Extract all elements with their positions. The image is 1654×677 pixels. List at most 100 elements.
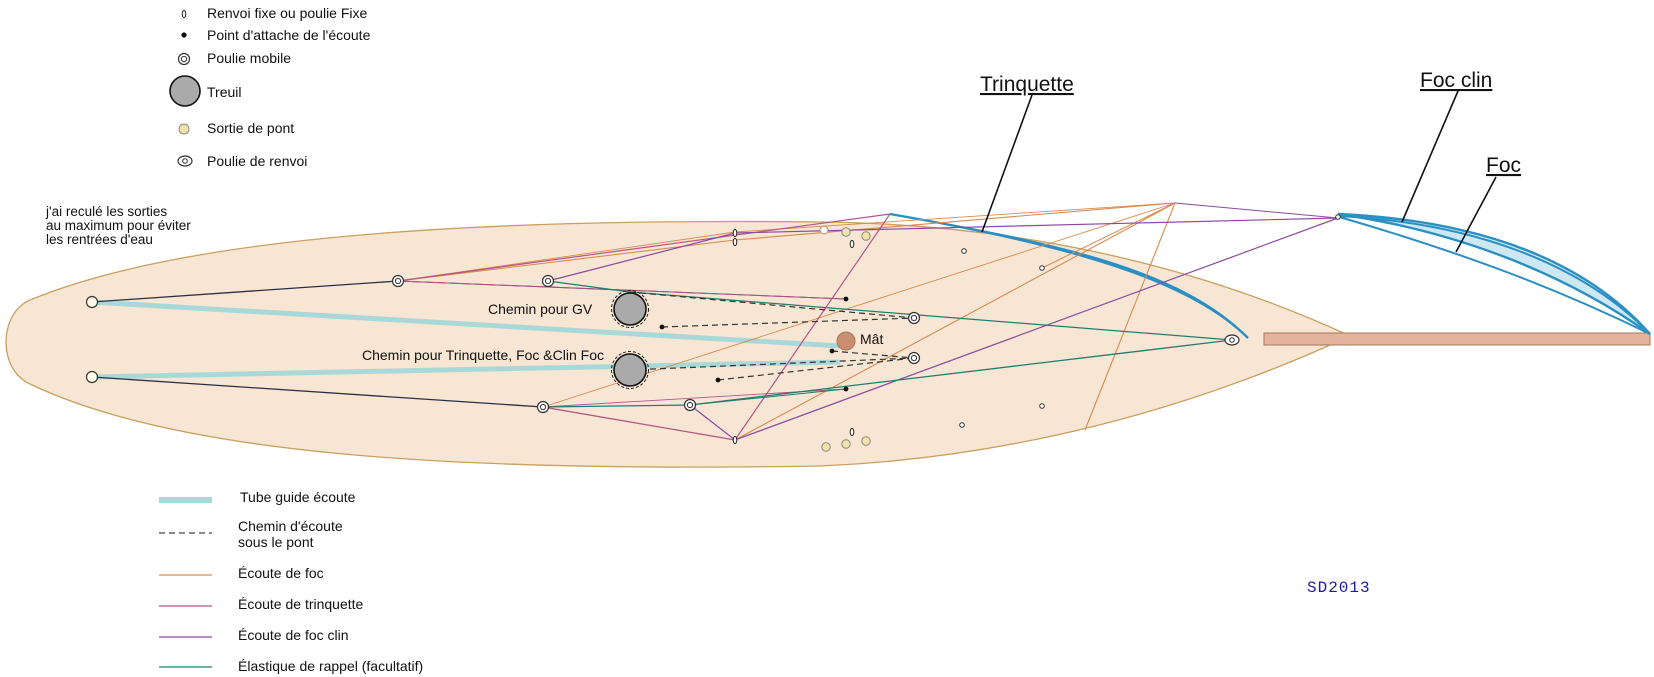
callout-foc-leader (1455, 176, 1497, 253)
hull (5, 220, 1352, 468)
attach-point-1 (843, 296, 849, 302)
note: j'ai reculé les sorties au maximum pour … (45, 204, 191, 247)
jib-sheet-port (397, 202, 1176, 431)
attach-point-3 (829, 348, 835, 354)
legend-line-label-tube: Tube guide écoute (240, 489, 356, 505)
legend-line-label-flying: Écoute de foc clin (238, 627, 349, 643)
under-deck-starboard-upper (629, 357, 915, 371)
staysail-sheet-to-attach (397, 280, 847, 300)
signature: SD2013 (1307, 579, 1371, 597)
legend-line-label-under-2: sous le pont (238, 534, 314, 550)
deck-exit-icon (178, 123, 190, 135)
legend-line-label-elastic: Élastique de rappel (facultatif) (238, 658, 423, 674)
fixed-block-2 (732, 237, 738, 247)
callout-foc-clin: Foc clin (1420, 69, 1492, 92)
winch-icon (169, 75, 201, 107)
legend-item-mobile: Poulie mobile (177, 50, 291, 66)
fixed-block-5 (849, 427, 855, 437)
legend-symbols: Renvoi fixe ou poulie Fixe Point d'attac… (169, 5, 371, 169)
moving-pulley-d (683, 398, 697, 412)
legend-line-jib: Écoute de foc (159, 565, 324, 581)
under-deck-port-upper (629, 291, 915, 319)
legend-lines: Tube guide écoute Chemin d'écoute sous l… (159, 489, 423, 674)
sail-foc-clin (1337, 212, 1651, 335)
sail-foc (1335, 215, 1651, 335)
legend-line-label-under-1: Chemin d'écoute (238, 518, 343, 534)
legend-item-exit: Sortie de pont (178, 120, 294, 136)
moving-pulley-f (907, 351, 921, 365)
label-chemin-trinquette: Chemin pour Trinquette, Foc &Clin Foc (362, 347, 604, 363)
deck-exit-5 (841, 439, 851, 449)
legend-line-staysail: Écoute de trinquette (159, 596, 364, 612)
deck-eye-2 (1039, 265, 1045, 271)
deck-exit-stern-starboard (85, 370, 99, 384)
bowsprit (1263, 332, 1651, 346)
tube-guide-upper (91, 299, 841, 349)
note-line-1: j'ai reculé les sorties (45, 204, 167, 219)
legend-line-tube: Tube guide écoute (159, 489, 356, 505)
turning-block-icon (177, 155, 193, 167)
fixed-block-1 (732, 228, 738, 238)
legend-item-turning: Poulie de renvoi (177, 153, 307, 169)
fixed-block-4 (732, 435, 738, 445)
flying-sheet-link (1174, 202, 1339, 219)
callout-foc-clin-leader (1401, 90, 1459, 223)
line-starboard-forward (91, 376, 544, 408)
guide-tubes (91, 299, 841, 380)
callout-trinquette-leader (981, 94, 1033, 233)
attach-point-2 (659, 324, 665, 330)
attach-point-icon (181, 32, 187, 38)
label-chemin-gv: Chemin pour GV (488, 301, 593, 317)
legend-line-under: Chemin d'écoute sous le pont (159, 518, 343, 550)
deck-exit-4 (821, 442, 831, 452)
legend-line-label-staysail: Écoute de trinquette (238, 596, 364, 612)
deck-eye-3 (1039, 403, 1045, 409)
legend-label-winch: Treuil (207, 84, 242, 100)
attach-point-5 (843, 386, 849, 392)
legend-item-attach: Point d'attache de l'écoute (181, 27, 371, 43)
legend-item-winch: Treuil (169, 75, 242, 107)
deck-exit-6 (861, 436, 871, 446)
sail-clew-flying (1335, 214, 1341, 220)
callout-foc: Foc (1486, 154, 1521, 177)
under-deck-port-lower (661, 317, 915, 328)
deck-exit-2 (841, 227, 851, 237)
deck-exit-1 (819, 225, 829, 235)
legend-line-flying: Écoute de foc clin (159, 627, 349, 643)
under-deck-starboard-lower (717, 357, 915, 381)
legend-label-attach: Point d'attache de l'écoute (207, 27, 371, 43)
deck-exit-3 (861, 231, 871, 241)
moving-pulley-a (391, 274, 405, 288)
winches (611, 290, 649, 389)
staysail-sheet-port (397, 213, 891, 282)
fixed-block-icon (181, 9, 187, 19)
note-line-2: au maximum pour éviter (46, 218, 191, 233)
winch-tri-ring (611, 351, 649, 389)
label-mat: Mât (860, 331, 883, 347)
moving-pulley-e (907, 311, 921, 325)
note-line-3: les rentrées d'eau (46, 232, 153, 247)
winch-tri (613, 353, 647, 387)
winch-gv (613, 292, 647, 326)
diagram-labels: Chemin pour GV Chemin pour Trinquette, F… (362, 69, 1521, 363)
line-port-forward (91, 280, 399, 303)
legend-label-turning: Poulie de renvoi (207, 153, 307, 169)
legend-line-label-jib: Écoute de foc (238, 565, 324, 581)
moving-pulley-icon (177, 52, 191, 66)
legend-label-mobile: Poulie mobile (207, 50, 291, 66)
jib-sheet-cross (542, 202, 1176, 408)
mast (836, 331, 856, 351)
legend-item-fixed: Renvoi fixe ou poulie Fixe (181, 5, 368, 21)
moving-pulley-c (536, 400, 550, 414)
callout-trinquette: Trinquette (980, 73, 1074, 96)
jib-sheet-branch (1041, 202, 1176, 269)
tube-guide-lower (91, 359, 841, 380)
legend-label-fixed: Renvoi fixe ou poulie Fixe (207, 5, 368, 21)
under-deck-mast-link (831, 350, 915, 359)
turning-block-bow (1224, 334, 1240, 346)
fixed-block-3 (849, 239, 855, 249)
deck-eye-4 (959, 422, 965, 428)
elastic-starboard-inner (689, 388, 847, 406)
winch-gv-ring (611, 290, 649, 328)
